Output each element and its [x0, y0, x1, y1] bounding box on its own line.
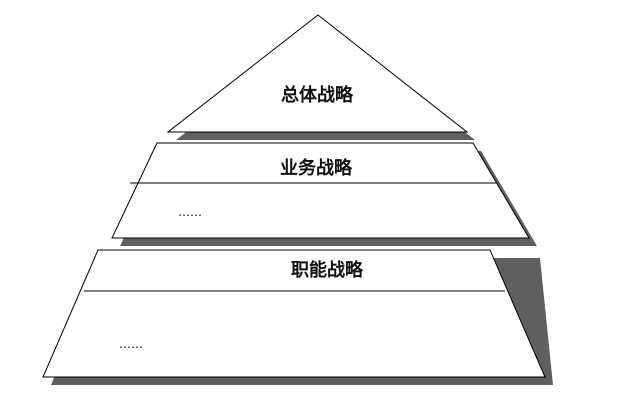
level-title-corporate: 总体战略	[281, 84, 354, 106]
level-corporate: 总体战略	[166, 14, 475, 140]
level-title-functional: 职能战略	[291, 259, 364, 281]
level-title-business: 业务战略	[280, 157, 353, 179]
triangle-shape	[166, 14, 469, 133]
level-content-business: ……	[178, 205, 202, 219]
trapezoid-shape	[42, 249, 546, 378]
level-content-functional: ……	[119, 337, 143, 351]
level-functional: 职能战略 ……	[42, 249, 553, 385]
level-business: 业务战略 ……	[111, 142, 537, 246]
trapezoid-shape	[111, 142, 530, 239]
